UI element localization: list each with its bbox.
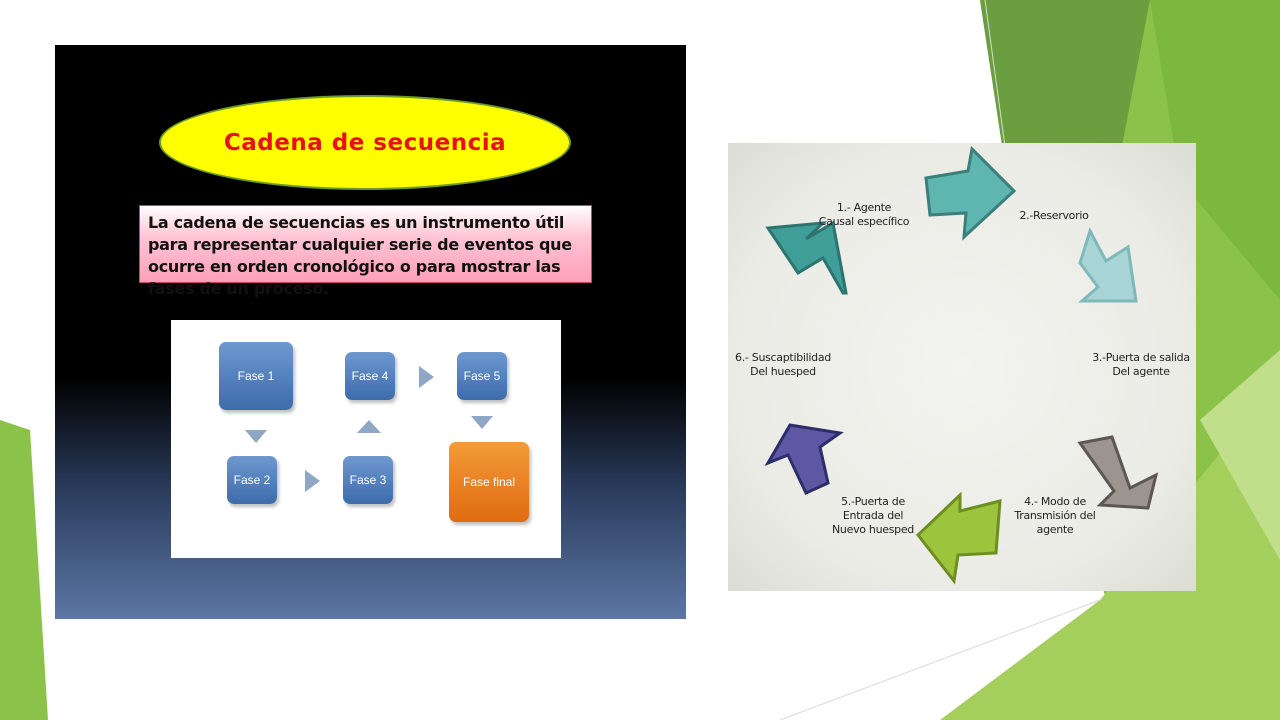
- cycle-label-5: 5.-Puerta de Entrada del Nuevo huesped: [832, 495, 914, 536]
- phase-2-box: Fase 2: [227, 456, 277, 504]
- arrow-left-icon: [915, 491, 1002, 585]
- green-band-pale: [1200, 350, 1280, 560]
- arrow-up-left-icon: [765, 220, 848, 295]
- arrow-right-icon: [924, 145, 1017, 241]
- cycle-label-2: 2.-Reservorio: [1019, 209, 1089, 222]
- definition-box: La cadena de secuencias es un instrument…: [139, 205, 592, 298]
- arrow-down-left-icon: [1077, 435, 1159, 510]
- phase-final-box: Fase final: [449, 442, 529, 522]
- cycle-label-6: 6.- Suscaptibilidad Del huesped: [735, 351, 831, 378]
- phase-1-box: Fase 1: [219, 342, 293, 410]
- arrow-down-icon: [471, 416, 493, 429]
- phase-3-box: Fase 3: [343, 456, 393, 504]
- arrow-down-icon: [245, 430, 267, 443]
- phase-4-box: Fase 4: [345, 352, 395, 400]
- cycle-label-4: 4.- Modo de Transmisión del agente: [1014, 495, 1096, 536]
- slide-title: Cadena de secuencia: [223, 129, 507, 156]
- cycle-label-3: 3.-Puerta de salida Del agente: [1092, 351, 1190, 378]
- arrow-right-icon: [419, 366, 434, 388]
- arrow-right-icon: [305, 470, 320, 492]
- left-green-wedge: [0, 420, 48, 720]
- green-band-mid: [1150, 0, 1280, 300]
- green-band-light: [940, 380, 1280, 720]
- phase-5-box: Fase 5: [457, 352, 507, 400]
- thin-line-b: [779, 599, 1101, 720]
- arrow-down-icon: [1078, 227, 1138, 303]
- arrow-up-icon: [357, 420, 381, 433]
- arrow-up-icon: [764, 423, 844, 495]
- sequence-chain-image: Cadena de secuencia La cadena de secuenc…: [55, 45, 686, 619]
- infection-cycle-image: 1.- Agente Causal específico 2.-Reservor…: [728, 143, 1196, 591]
- title-ellipse: Cadena de secuencia: [159, 95, 571, 190]
- cycle-label-1: 1.- Agente Causal específico: [818, 201, 910, 228]
- phase-diagram: Fase 1 Fase 4 Fase 5 Fase 2 Fase 3 Fase …: [171, 320, 561, 558]
- cycle-arrows: [764, 145, 1159, 585]
